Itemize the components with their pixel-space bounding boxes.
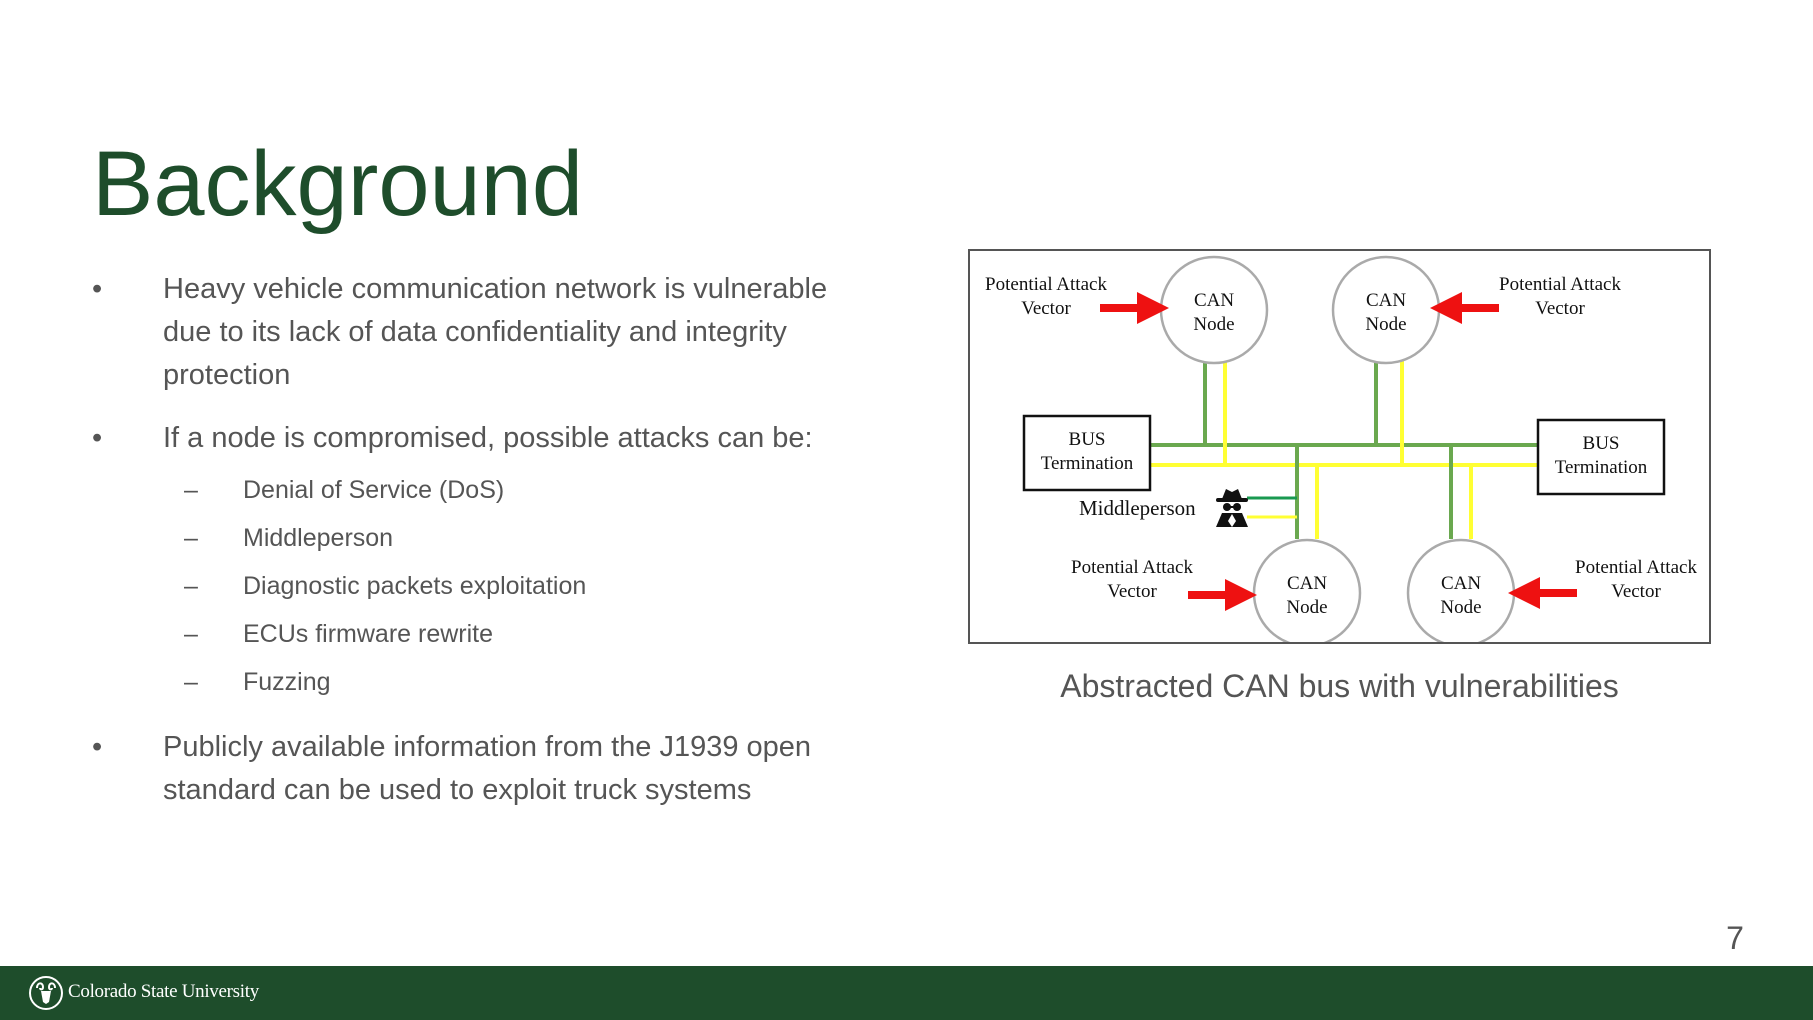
bullet-item: • Heavy vehicle communication network is… [92,268,872,397]
svg-text:CAN: CAN [1194,290,1234,311]
attack-vector-label: Potential Attack [1575,557,1697,578]
can-bus-diagram: BUS Termination BUS Termination CAN Node… [968,249,1711,644]
bullet-marker: • [92,731,103,763]
can-node: CAN Node [1159,255,1269,365]
sub-item-text: Denial of Service (DoS) [243,476,505,504]
bus-termination-label: BUS [1069,429,1106,450]
bullet-text: If a node is compromised, possible attac… [163,422,813,454]
dash-marker: – [184,572,198,600]
can-node: CAN Node [1406,538,1516,642]
can-bus-diagram-svg: BUS Termination BUS Termination CAN Node… [985,255,1697,642]
dash-marker: – [184,668,198,696]
attack-vector-label: Potential Attack [1071,557,1193,578]
svg-text:Node: Node [1365,314,1406,335]
figure-caption: Abstracted CAN bus with vulnerabilities [1060,668,1619,704]
attack-vector-label: Vector [1021,298,1071,319]
sub-item-text: Fuzzing [243,668,331,696]
can-node: CAN Node [1252,538,1362,642]
dash-marker: – [184,620,198,648]
sub-item-text: ECUs firmware rewrite [243,620,494,648]
sub-item-text: Middleperson [243,524,394,552]
svg-text:Node: Node [1286,597,1327,618]
bullet-list: • Heavy vehicle communication network is… [92,268,872,812]
attack-vector-label: Vector [1107,581,1157,602]
bus-termination-left [1022,414,1152,492]
bus-termination-label: Termination [1041,453,1134,474]
sub-item: – Middleperson [92,514,872,562]
university-name: Colorado State University [68,981,259,1002]
dash-marker: – [184,476,198,504]
bullet-text: Heavy vehicle communication network is v… [163,273,828,391]
bullet-item: • If a node is compromised, possible att… [92,417,872,706]
bus-termination-label: BUS [1583,433,1620,454]
bullet-marker: • [92,273,103,305]
page-number: 7 [1726,920,1744,956]
sub-item: – ECUs firmware rewrite [92,610,872,658]
can-node: CAN Node [1331,255,1441,365]
footer-bar: Colorado State University [0,966,1813,1020]
bullet-item: • Publicly available information from th… [92,726,872,812]
attack-vector-label: Vector [1611,581,1661,602]
bullet-text: Publicly available information from the … [163,731,812,806]
svg-text:CAN: CAN [1287,573,1327,594]
attack-vector-label: Potential Attack [1499,274,1621,295]
svg-text:CAN: CAN [1441,573,1481,594]
ram-head-icon [29,976,63,1010]
sub-item: – Denial of Service (DoS) [92,466,872,514]
bus-termination-label: Termination [1555,457,1648,478]
spy-icon [1216,489,1248,527]
attack-vector-label: Vector [1535,298,1585,319]
middleperson-label: Middleperson [1079,496,1196,520]
bus-termination-right [1536,418,1666,496]
dash-marker: – [184,524,198,552]
sub-item: – Diagnostic packets exploitation [92,562,872,610]
bullet-marker: • [92,422,103,454]
sub-item: – Fuzzing [92,658,872,706]
sub-list: – Denial of Service (DoS) – Middleperson –… [163,466,872,706]
slide-title: Background [92,133,583,235]
sub-item-text: Diagnostic packets exploitation [243,572,587,600]
svg-text:Node: Node [1440,597,1481,618]
svg-text:Node: Node [1193,314,1234,335]
svg-text:CAN: CAN [1366,290,1406,311]
attack-vector-label: Potential Attack [985,274,1107,295]
